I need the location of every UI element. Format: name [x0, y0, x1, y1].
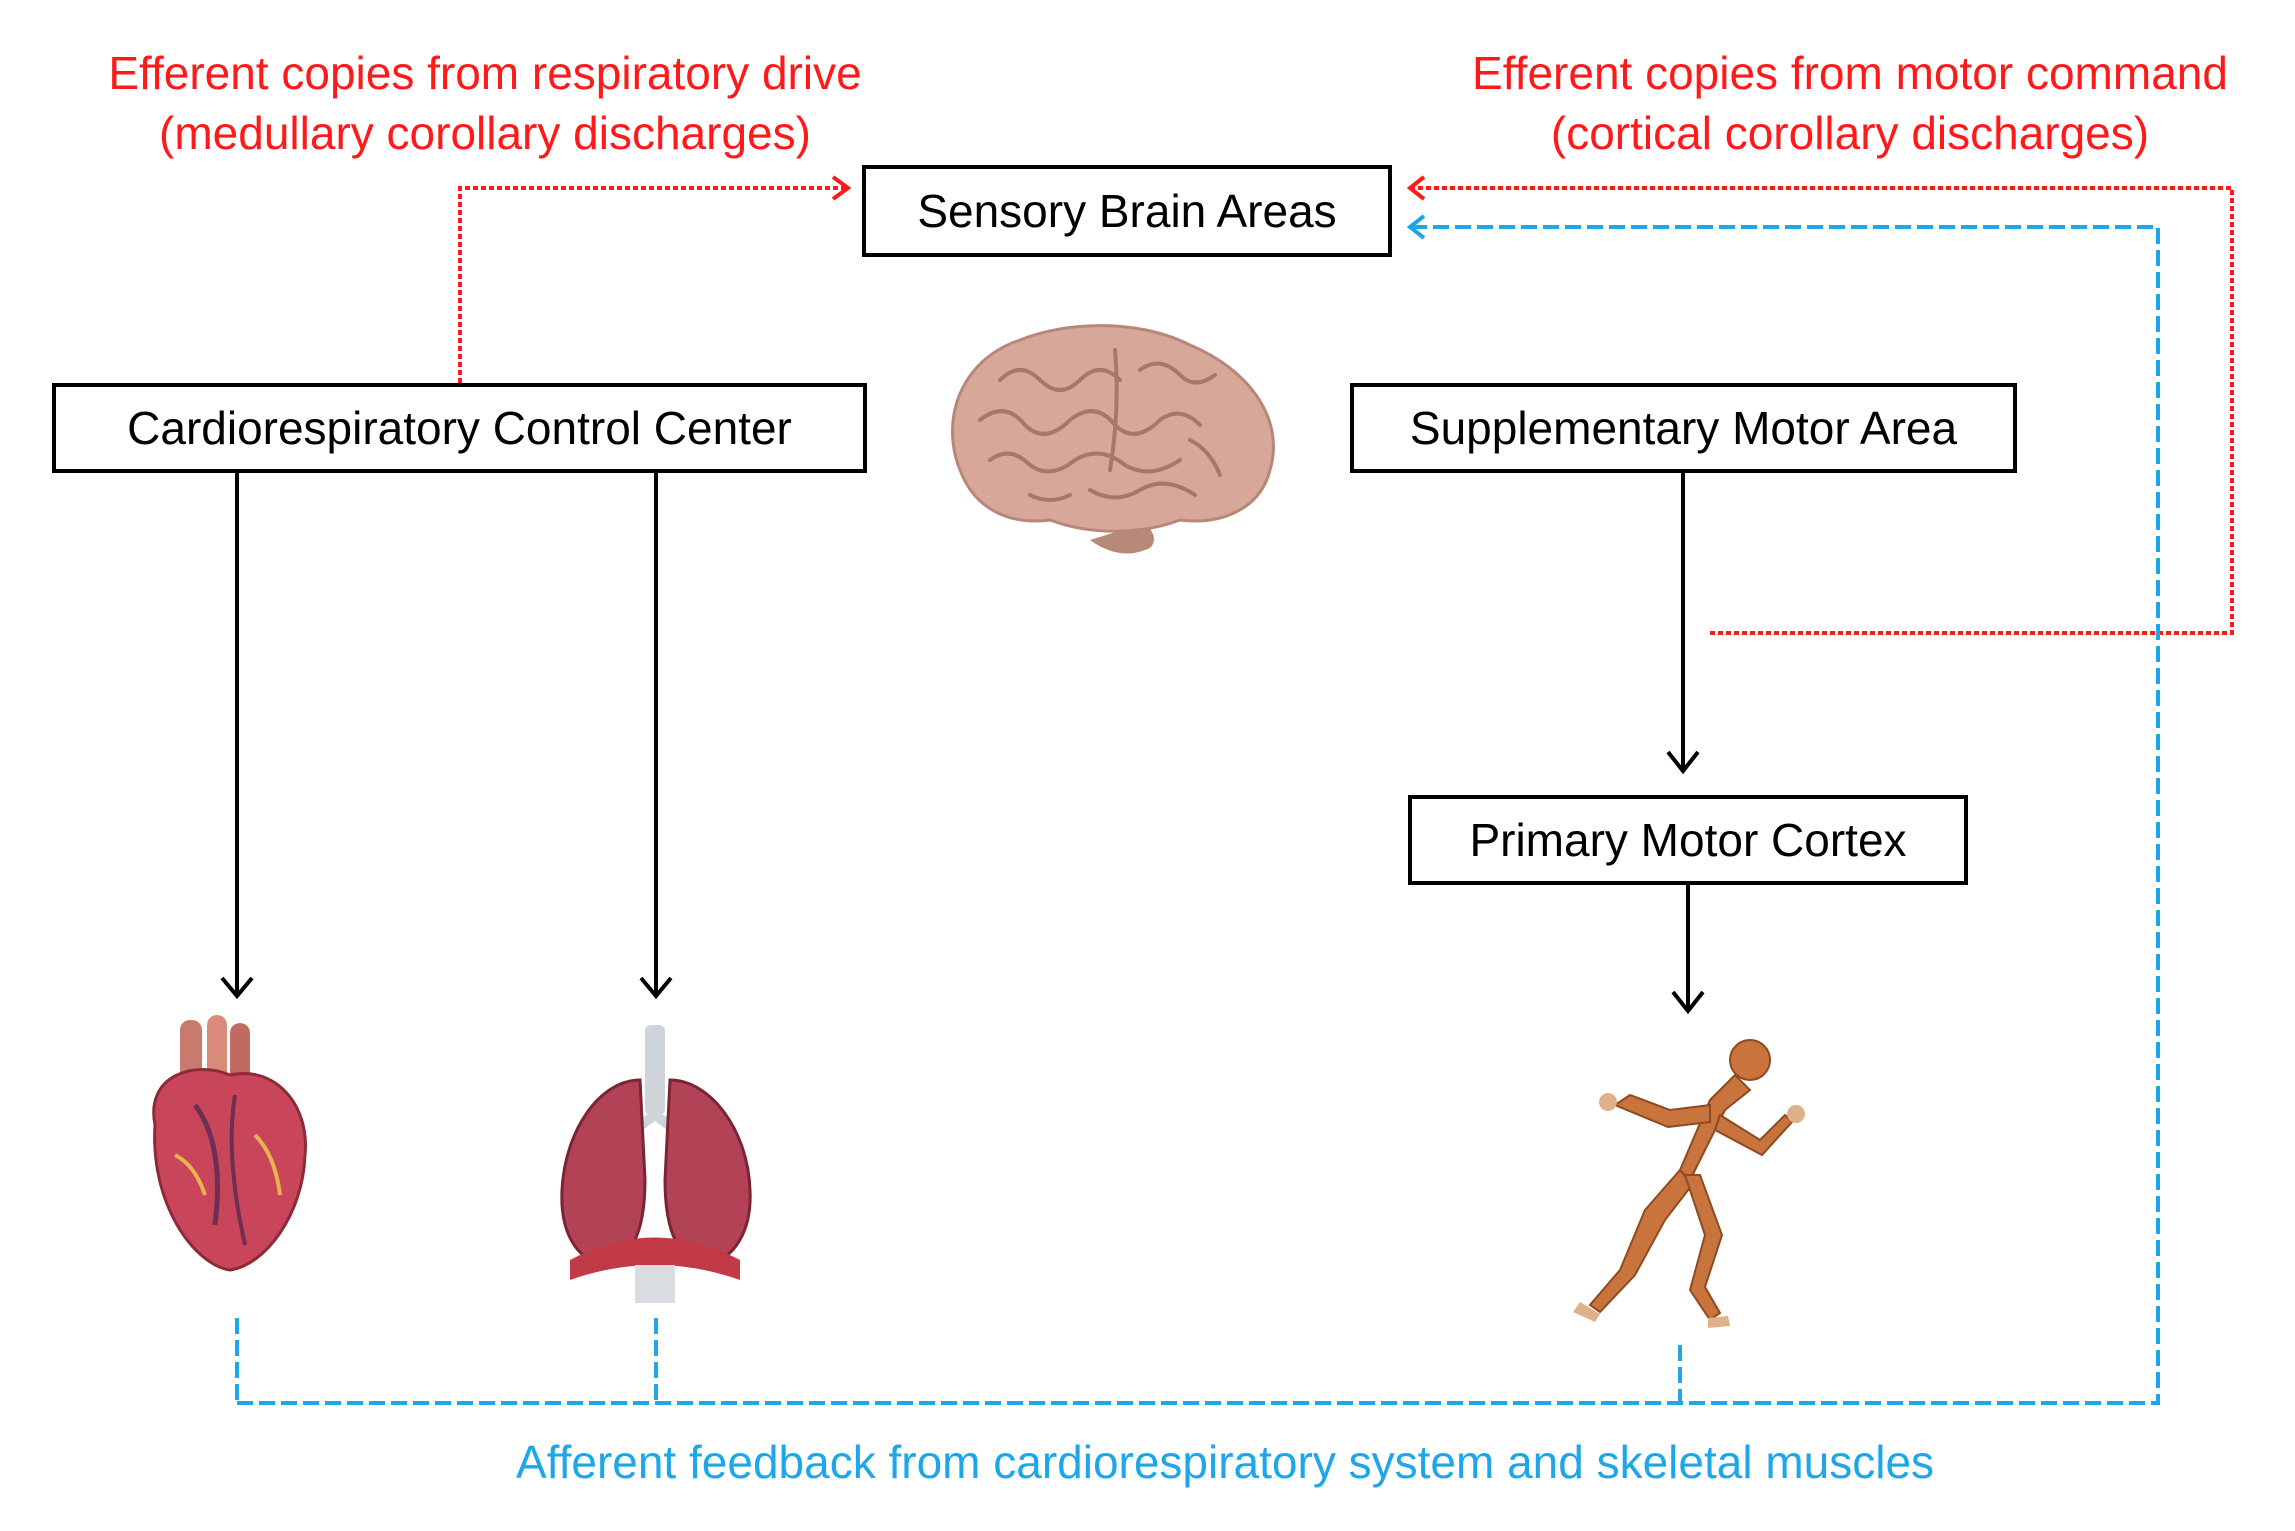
- respiratory-caption-line2: (medullary corollary discharges): [159, 107, 811, 159]
- running-figure-image: [1573, 1039, 1805, 1328]
- motor-caption-line2: (cortical corollary discharges): [1550, 107, 2150, 159]
- afferent-feedback-caption: Afferent feedback from cardiorespiratory…: [515, 1436, 1935, 1488]
- primary-motor-cortex-box: Primary Motor Cortex: [1408, 795, 1968, 885]
- efferent-copy-lines: [458, 175, 2234, 635]
- motor-caption-line1: Efferent copies from motor command: [1472, 47, 2228, 99]
- cardiorespiratory-control-center-box: Cardiorespiratory Control Center: [52, 383, 867, 473]
- heart-image: [152, 1015, 307, 1272]
- lungs-image: [560, 1025, 752, 1303]
- control-arrows: [220, 470, 1705, 1015]
- respiratory-caption-line1: Efferent copies from respiratory drive: [108, 47, 862, 99]
- motor-efferent-caption: Efferent copies from motor command (cort…: [1430, 43, 2270, 163]
- sensory-brain-areas-box: Sensory Brain Areas: [862, 165, 1392, 257]
- brain-image: [951, 324, 1275, 554]
- afferent-feedback-lines: [235, 214, 2160, 1405]
- respiratory-efferent-caption: Efferent copies from respiratory drive (…: [50, 43, 920, 163]
- supplementary-motor-area-box: Supplementary Motor Area: [1350, 383, 2017, 473]
